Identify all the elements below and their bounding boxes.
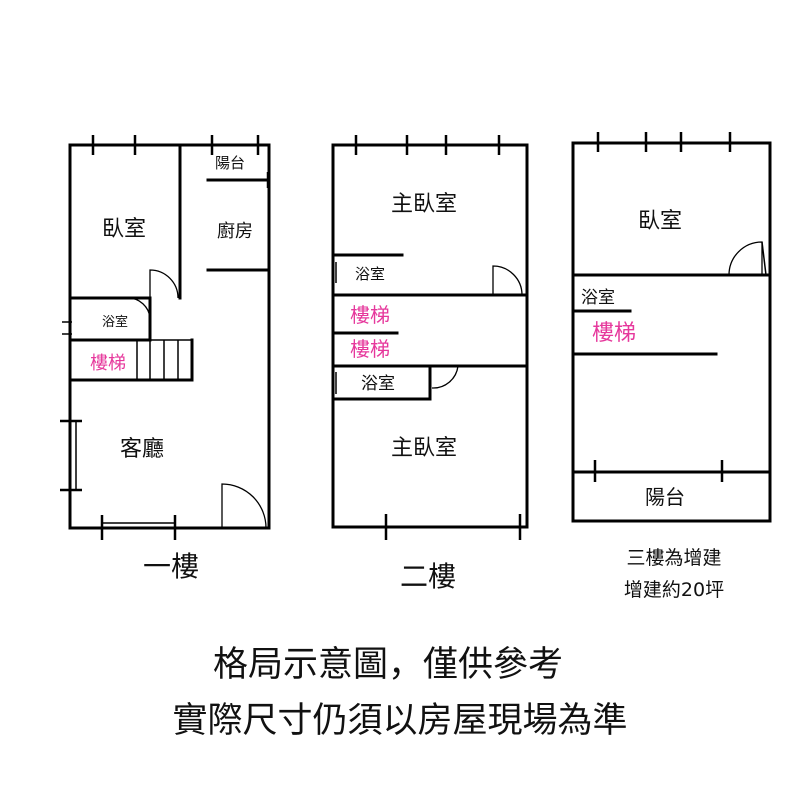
floor1-balcony-label: 陽台: [215, 154, 245, 172]
floor3-bathroom-label: 浴室: [581, 288, 615, 308]
floor1-outline: [68, 143, 271, 530]
floor1-bedroom-door: [149, 269, 179, 299]
floor3-stairs-label: 樓梯: [592, 321, 636, 346]
floor3-plan: 臥室 浴室 樓梯 陽台: [571, 132, 772, 523]
caption-line2: 實際尺寸仍須以房屋現場為準: [172, 701, 627, 741]
floor2-master-bottom-label: 主臥室: [391, 436, 457, 461]
floor2-stairs-b-label: 樓梯: [350, 337, 390, 361]
floor2-outline: [331, 143, 529, 529]
floor1-bathroom-label: 浴室: [102, 314, 128, 330]
floor3-door-jamb: [761, 241, 767, 276]
floor2-master-top-door: [492, 265, 523, 296]
floor3-outline: [571, 141, 772, 523]
floor2-stairs-a-label: 樓梯: [350, 303, 390, 327]
floor3-bedroom-label: 臥室: [638, 209, 682, 234]
floor2-plan: 主臥室 浴室 樓梯 樓梯 浴室 主臥室: [331, 135, 529, 540]
floor3-bedroom-door: [728, 241, 763, 276]
floor1-name: 一樓: [143, 550, 199, 583]
floor2-bath-bottom-door: [431, 365, 459, 389]
floor1-bedroom-label: 臥室: [102, 217, 146, 242]
floor2-bath-bottom-label: 浴室: [361, 374, 395, 394]
floor1-stairs-label: 樓梯: [90, 353, 126, 374]
floor1-bathroom-door: [127, 297, 151, 319]
floor2-bath-top-label: 浴室: [355, 265, 385, 283]
floor3-note-line1: 三樓為增建: [626, 547, 721, 569]
floor1-living-door: [221, 483, 267, 529]
floor3-balcony-label: 陽台: [645, 485, 685, 509]
floor1-plan: 臥室 陽台 廚房 浴室 樓梯 客廳: [60, 135, 271, 540]
caption-line1: 格局示意圖，僅供參考: [213, 645, 563, 685]
floor2-master-top-label: 主臥室: [391, 192, 457, 217]
floor1-living-label: 客廳: [120, 437, 164, 462]
floor3-note-line2: 增建約20坪: [624, 579, 724, 601]
floor1-kitchen-label: 廚房: [217, 220, 253, 242]
floor2-name: 二樓: [400, 560, 456, 593]
